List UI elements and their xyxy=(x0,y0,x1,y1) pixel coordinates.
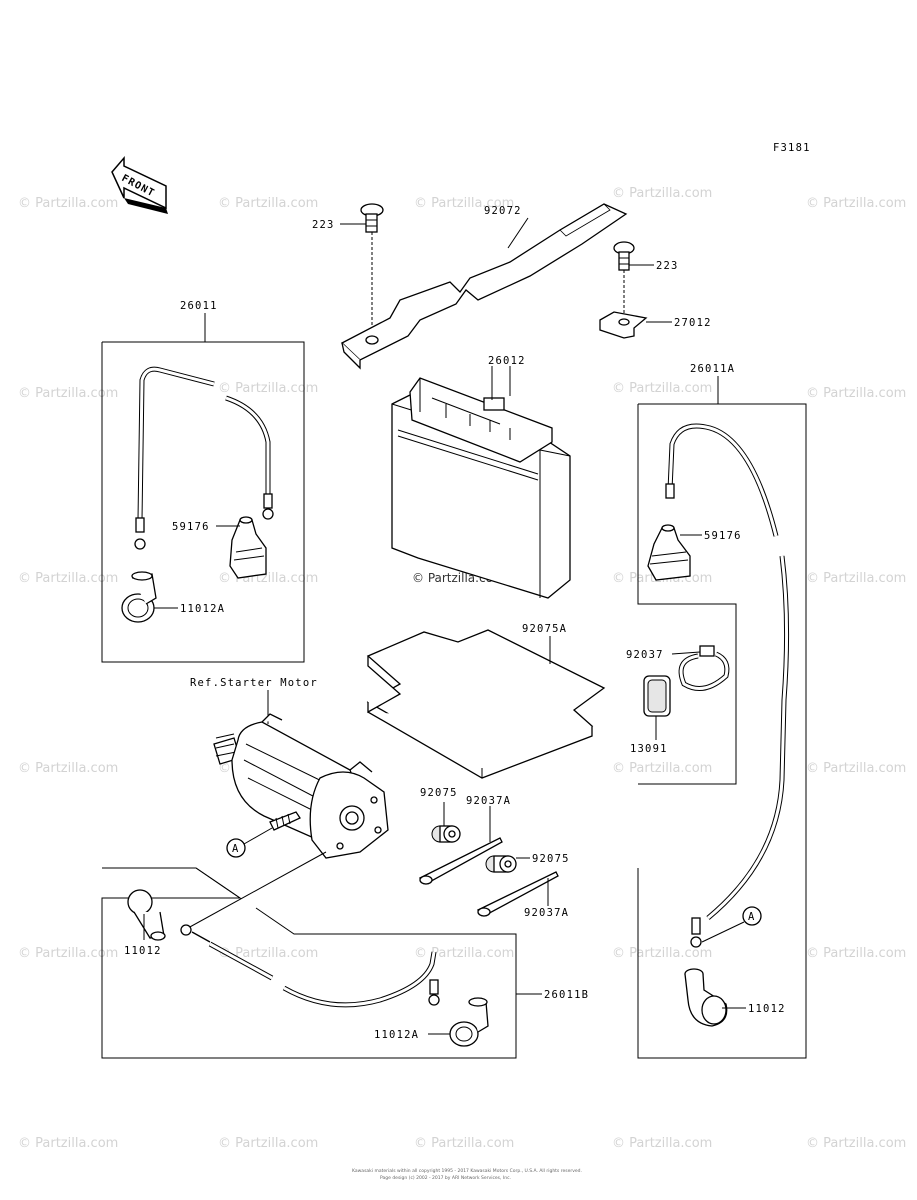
battery-strap-icon xyxy=(340,203,628,370)
watermark: © Partzilla.com xyxy=(18,1136,118,1151)
part-number-label: 92075 xyxy=(532,853,570,865)
watermark: © Partzilla.com xyxy=(612,761,712,776)
watermark: © Partzilla.com xyxy=(218,1136,318,1151)
callout-a-icon: A xyxy=(226,838,246,858)
watermark: © Partzilla.com xyxy=(18,571,118,586)
part-number-label: 11012A xyxy=(180,603,225,615)
grommet-icon xyxy=(485,855,517,873)
watermark: © Partzilla.com xyxy=(806,386,906,401)
part-number-label: 59176 xyxy=(172,521,210,533)
watermark: © Partzilla.com xyxy=(414,1136,514,1151)
bolt-icon xyxy=(613,241,635,271)
battery-cable-icon xyxy=(665,423,790,948)
starter-motor-icon xyxy=(213,713,389,859)
terminal-cap-icon xyxy=(229,516,267,579)
terminal-boot-icon xyxy=(127,889,166,941)
watermark: © Partzilla.com xyxy=(806,946,906,961)
part-number-label: 59176 xyxy=(704,530,742,542)
part-number-label: 11012 xyxy=(748,1003,786,1015)
battery-cable-icon xyxy=(134,366,274,550)
part-number-label: 26011A xyxy=(690,363,735,375)
watermark: © Partzilla.com xyxy=(612,186,712,201)
part-number-label: 26011 xyxy=(180,300,218,312)
terminal-boot-icon xyxy=(684,968,728,1027)
watermark: © Partzilla.com xyxy=(806,571,906,586)
part-number-label: 92037A xyxy=(524,907,569,919)
ref-starter-motor-label: Ref.Starter Motor xyxy=(190,677,318,689)
bracket-icon xyxy=(599,311,648,339)
part-number-label: 223 xyxy=(656,260,679,272)
watermark: © Partzilla.com xyxy=(18,386,118,401)
watermark: © Partzilla.com xyxy=(218,946,318,961)
part-number-label: 11012A xyxy=(374,1029,419,1041)
battery-icon xyxy=(391,377,571,599)
figure-code: F3181 xyxy=(773,142,811,154)
watermark: © Partzilla.com xyxy=(218,196,318,211)
watermark: © Partzilla.com xyxy=(612,1136,712,1151)
part-number-label: 11012 xyxy=(124,945,162,957)
callout-a-label: A xyxy=(232,843,239,855)
battery-pad-icon xyxy=(366,629,606,779)
part-number-label: 92037 xyxy=(626,649,664,661)
watermark: © Partzilla.com xyxy=(414,196,514,211)
part-number-label: 223 xyxy=(312,219,335,231)
callout-a-label: A xyxy=(748,911,755,923)
bolt-icon xyxy=(360,203,384,233)
part-number-label: 27012 xyxy=(674,317,712,329)
watermark: © Partzilla.com xyxy=(612,381,712,396)
part-number-label: 26012 xyxy=(488,355,526,367)
part-number-label: 13091 xyxy=(630,743,668,755)
terminal-boot-icon xyxy=(121,571,157,623)
front-arrow-icon: FRONT xyxy=(111,155,168,214)
watermark: © Partzilla.com xyxy=(18,946,118,961)
part-number-label: 92075 xyxy=(420,787,458,799)
watermark: © Partzilla.com xyxy=(414,946,514,961)
terminal-boot-icon xyxy=(449,997,489,1047)
watermark: © Partzilla.com xyxy=(218,571,318,586)
grommet-icon xyxy=(431,825,461,843)
watermark: © Partzilla.com xyxy=(18,196,118,211)
battery-cable-icon xyxy=(180,924,440,1008)
copyright-text: Page design (c) 2002 - 2017 by ARI Netwo… xyxy=(380,1175,511,1181)
part-number-label: 92072 xyxy=(484,205,522,217)
watermark: © Partzilla.com xyxy=(218,381,318,396)
terminal-cap-icon xyxy=(647,524,691,581)
cable-tie-icon xyxy=(476,871,559,917)
bolt-icon xyxy=(269,811,301,831)
watermark: © Partzilla.com xyxy=(806,761,906,776)
watermark: © Partzilla.com xyxy=(18,761,118,776)
watermark: © Partzilla.com xyxy=(612,946,712,961)
cover-icon xyxy=(643,675,671,717)
cable-band-icon xyxy=(678,645,730,691)
callout-a-icon: A xyxy=(742,906,762,926)
copyright-text: Kawasaki materials within all copyright … xyxy=(352,1168,582,1174)
cable-tie-icon xyxy=(418,837,503,885)
part-number-label: 26011B xyxy=(544,989,589,1001)
part-number-label: 92037A xyxy=(466,795,511,807)
watermark: © Partzilla.com xyxy=(806,1136,906,1151)
part-number-label: 92075A xyxy=(522,623,567,635)
watermark: © Partzilla.com xyxy=(806,196,906,211)
